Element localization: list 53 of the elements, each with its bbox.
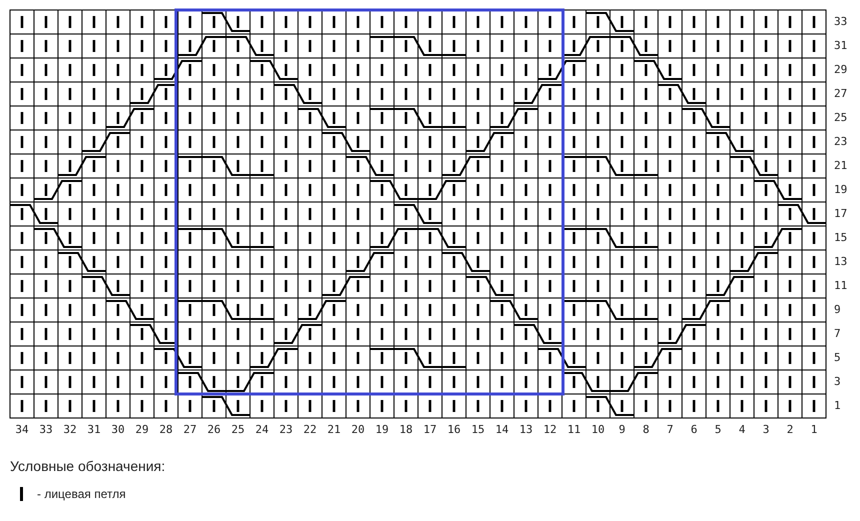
- column-number: 6: [690, 424, 698, 435]
- column-number: 16: [446, 424, 462, 435]
- row-number: 21: [834, 160, 848, 171]
- row-number: 29: [834, 64, 848, 75]
- column-number: 2: [786, 424, 794, 435]
- row-number: 1: [834, 400, 841, 411]
- column-number: 21: [326, 424, 342, 435]
- column-number: 10: [590, 424, 606, 435]
- row-number: 17: [834, 208, 848, 219]
- row-number: 31: [834, 40, 848, 51]
- column-number: 18: [398, 424, 414, 435]
- legend-heading: Условные обозначения:: [10, 459, 166, 473]
- row-number: 11: [834, 280, 848, 291]
- column-number: 23: [278, 424, 294, 435]
- column-number: 25: [230, 424, 246, 435]
- column-number: 27: [182, 424, 198, 435]
- column-number: 32: [62, 424, 78, 435]
- row-number: 25: [834, 112, 848, 123]
- column-number: 34: [14, 424, 30, 435]
- column-number: 30: [110, 424, 126, 435]
- row-number: 3: [834, 376, 841, 387]
- legend-text: - лицевая петля: [37, 488, 126, 500]
- row-number: 15: [834, 232, 848, 243]
- column-number: 5: [714, 424, 722, 435]
- row-number: 27: [834, 88, 848, 99]
- row-number: 9: [834, 304, 841, 315]
- column-number: 1: [810, 424, 818, 435]
- column-number: 11: [566, 424, 582, 435]
- row-number: 7: [834, 328, 841, 339]
- column-number: 7: [666, 424, 674, 435]
- row-number: 33: [834, 16, 848, 27]
- column-number: 14: [494, 424, 510, 435]
- column-number: 13: [518, 424, 534, 435]
- column-number: 26: [206, 424, 222, 435]
- column-number: 8: [642, 424, 650, 435]
- column-number: 9: [618, 424, 626, 435]
- row-number: 23: [834, 136, 848, 147]
- column-number: 29: [134, 424, 150, 435]
- column-number: 31: [86, 424, 102, 435]
- column-number: 22: [302, 424, 318, 435]
- column-number: 20: [350, 424, 366, 435]
- column-number: 19: [374, 424, 390, 435]
- column-number: 33: [38, 424, 54, 435]
- column-number: 12: [542, 424, 558, 435]
- column-number: 4: [738, 424, 746, 435]
- column-number: 15: [470, 424, 486, 435]
- column-number: 24: [254, 424, 270, 435]
- column-number: 3: [762, 424, 770, 435]
- column-number: 17: [422, 424, 438, 435]
- row-number: 13: [834, 256, 848, 267]
- column-number: 28: [158, 424, 174, 435]
- row-number: 5: [834, 352, 841, 363]
- row-number: 19: [834, 184, 848, 195]
